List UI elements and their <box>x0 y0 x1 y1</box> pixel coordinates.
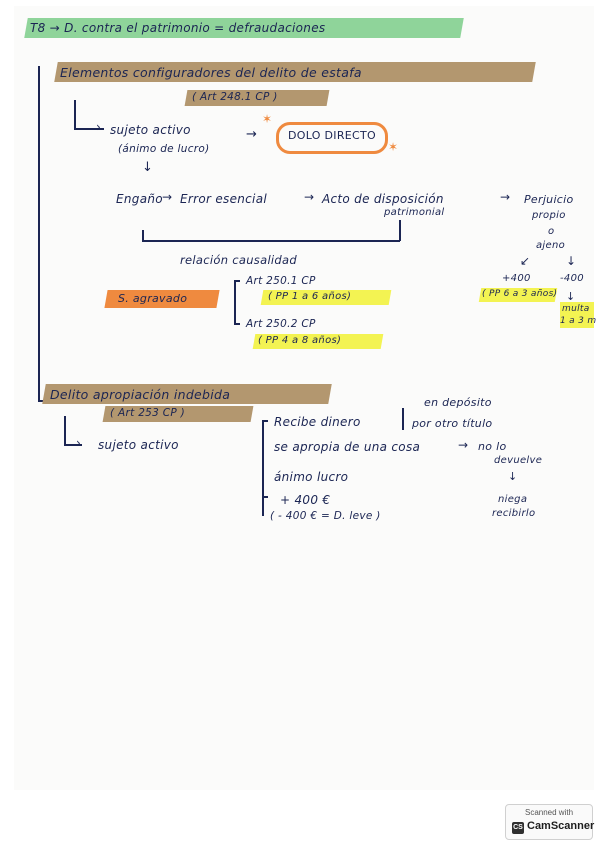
section1-article: ( Art 248.1 CP ) <box>192 91 278 103</box>
arrow-down-icon: ↓ <box>566 254 577 268</box>
section2-article: ( Art 253 CP ) <box>110 407 186 419</box>
hook2-horizontal <box>64 444 82 446</box>
animo-lucro-2: ánimo lucro <box>274 470 349 484</box>
section2-bracket-bottom <box>262 496 268 498</box>
main-vertical-line <box>38 66 40 402</box>
arrow-down-icon: ↓ <box>566 290 576 303</box>
dolo-directo-label: DOLO DIRECTO <box>288 129 376 142</box>
multa-highlight <box>560 302 594 328</box>
sparkle-icon: ✶ <box>262 112 273 126</box>
agravado-bracket-vertical <box>234 280 236 324</box>
s-agravado: S. agravado <box>118 292 188 305</box>
se-apropia: se apropia de una cosa <box>274 440 421 454</box>
hook2-vertical <box>64 416 66 444</box>
art-250-2: Art 250.2 CP <box>246 318 316 330</box>
arrow-right-icon: → <box>304 190 315 204</box>
chain-acto: Acto de disposición <box>322 192 444 206</box>
plus-400: +400 <box>502 273 531 284</box>
arrow-right-icon: → <box>500 190 511 204</box>
multa-label: multa <box>562 304 590 314</box>
art-250-1: Art 250.1 CP <box>246 275 316 287</box>
sparkle-icon: ✶ <box>388 140 399 154</box>
causality-bracket-left <box>142 230 144 240</box>
camscanner-badge: Scanned with CS CamScanner <box>505 804 595 840</box>
arrow-right-icon: → <box>162 190 173 204</box>
arrow-down-icon: ↓ <box>508 470 518 483</box>
section2-bracket-vertical <box>262 420 264 516</box>
section2-bracket-top <box>262 420 268 422</box>
no-lo: no lo <box>478 440 507 453</box>
arrow-right-icon: → <box>246 127 257 142</box>
plus-400e: + 400 € <box>280 493 331 507</box>
pena-250-2: ( PP 4 a 8 años) <box>258 335 342 346</box>
niega: niega <box>498 494 528 505</box>
arrow-right-icon: › <box>76 436 81 450</box>
camscanner-label: CamScanner <box>527 820 595 832</box>
relacion-causalidad: relación causalidad <box>180 253 297 267</box>
chain-propio: propio <box>532 210 566 221</box>
section1-animo-lucro: (ánimo de lucro) <box>118 143 210 155</box>
arrow-right-icon: › <box>96 120 101 134</box>
devuelve: devuelve <box>494 455 543 466</box>
arrow-right-icon: → <box>458 438 469 452</box>
section1-heading: Elementos configuradores del delito de e… <box>60 65 362 80</box>
page-title: T8 → D. contra el patrimonio = defraudac… <box>30 21 326 35</box>
chain-perjuicio: Perjuicio <box>524 193 574 206</box>
hook-line-vertical <box>74 100 76 128</box>
chain-engano: Engaño <box>116 192 163 206</box>
agravado-bracket-top <box>234 280 240 282</box>
pena-mas-400: ( PP 6 a 3 años) <box>482 289 558 299</box>
en-deposito: en depósito <box>424 396 492 409</box>
section2-sujeto-activo: sujeto activo <box>98 438 179 452</box>
section2-heading: Delito apropiación indebida <box>50 387 231 402</box>
minus-400e: ( - 400 € = D. leve ) <box>270 510 381 522</box>
chain-patrimonial: patrimonial <box>384 207 445 218</box>
arrow-down-icon: ↓ <box>142 160 153 175</box>
pena-250-1: ( PP 1 a 6 años) <box>268 291 352 302</box>
por-otro-titulo: por otro título <box>412 417 493 430</box>
camscanner-logo-icon: CS <box>512 822 524 834</box>
arrow-down-left-icon: ↙ <box>520 254 531 268</box>
minus-400: -400 <box>560 273 584 284</box>
dolo-directo-circle <box>276 122 388 154</box>
recibe-dinero: Recibe dinero <box>274 415 361 429</box>
causality-bracket-right <box>399 220 401 241</box>
chain-error: Error esencial <box>180 192 267 206</box>
hook-line-horizontal <box>74 128 104 130</box>
chain-ajeno: ajeno <box>536 240 566 251</box>
section1-sujeto-activo: sujeto activo <box>110 123 191 137</box>
multa-meses: 1 a 3 m <box>560 316 597 326</box>
chain-o: o <box>548 226 555 237</box>
scanned-with-label: Scanned with <box>524 808 574 817</box>
recibirlo: recibirlo <box>492 508 536 519</box>
agravado-bracket-bottom <box>234 323 240 325</box>
causality-bracket-bottom <box>142 240 400 242</box>
recibe-bracket <box>402 408 404 430</box>
